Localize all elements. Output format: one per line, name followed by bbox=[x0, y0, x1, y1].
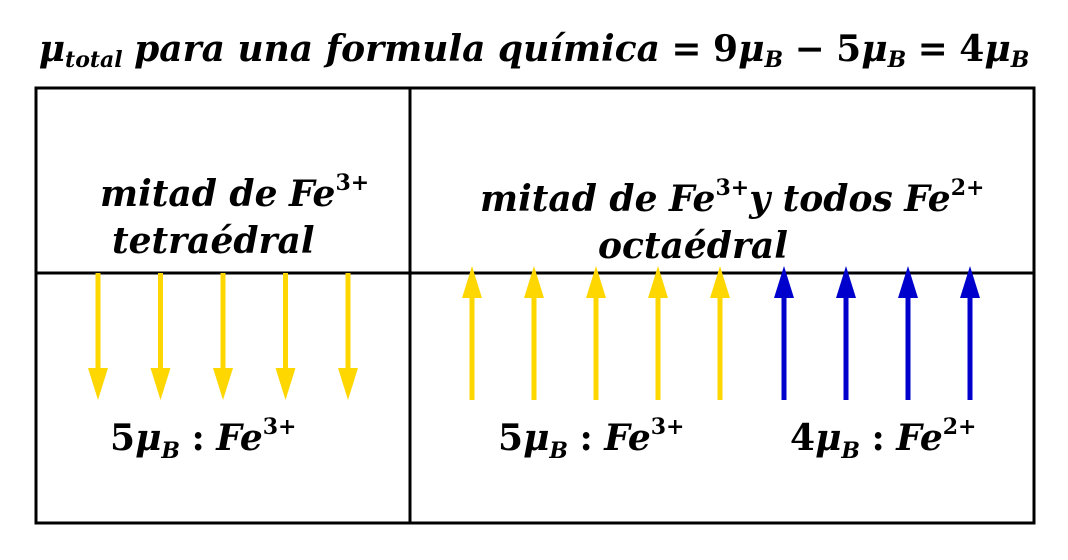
left-moment-number: 5 bbox=[110, 417, 136, 459]
left-moment-mu: μ bbox=[135, 417, 162, 459]
right-group2-sub: B bbox=[841, 438, 861, 464]
right-site-label: octaédral bbox=[598, 225, 788, 267]
outer-box bbox=[34, 86, 1036, 525]
right-group1-colon: : bbox=[579, 417, 593, 459]
left-header-ion: Fe bbox=[288, 173, 336, 215]
left-header-line2: tetraédral bbox=[112, 220, 315, 262]
right-group2-arrow bbox=[898, 266, 918, 400]
title-sub-3: B bbox=[1010, 47, 1030, 73]
right-header-ion2: Fe bbox=[904, 178, 951, 220]
left-site-label: tetraédral bbox=[112, 220, 315, 262]
left-arrow bbox=[338, 273, 358, 400]
left-arrow bbox=[275, 273, 296, 400]
right-header-charge2: 2+ bbox=[950, 175, 985, 201]
right-group2-number: 4 bbox=[790, 417, 816, 459]
right-group2-mu: μ bbox=[815, 417, 842, 459]
right-group1-arrow bbox=[586, 266, 606, 400]
left-arrow bbox=[213, 273, 233, 400]
right-group1-arrow bbox=[648, 266, 668, 400]
right-group2-arrow bbox=[836, 266, 856, 400]
title-sub-1: B bbox=[764, 47, 784, 73]
right-group1-ion: Fe bbox=[604, 417, 651, 459]
right-header-ion: Fe bbox=[668, 178, 716, 220]
left-arrow bbox=[88, 273, 108, 400]
arrow-layer bbox=[88, 266, 980, 400]
title-sub-2: B bbox=[887, 47, 907, 73]
right-group1-arrow bbox=[462, 266, 482, 400]
right-group2-colon: : bbox=[871, 417, 885, 459]
right-header-mid: y todos bbox=[749, 178, 893, 220]
right-group1-moment-label: 5μB : Fe3+ bbox=[498, 414, 684, 464]
left-arrow bbox=[150, 273, 171, 400]
title-mu: μ bbox=[38, 28, 66, 70]
diagram-title: μtotal para una formula química = 9μB − … bbox=[0, 28, 1068, 73]
title-text: para una formula química bbox=[134, 28, 660, 70]
left-moment-sub: B bbox=[161, 438, 181, 464]
right-group1-arrow bbox=[710, 266, 730, 400]
title-minus: − bbox=[794, 28, 825, 70]
right-group1-arrow bbox=[524, 266, 544, 400]
right-header-line1: mitad de Fe3+y todos Fe2+ bbox=[480, 175, 984, 220]
title-number-1: 9 bbox=[713, 28, 739, 70]
left-header-line1: mitad de Fe3+ bbox=[100, 170, 369, 215]
title-equals-2: = bbox=[917, 28, 948, 70]
right-group1-sub: B bbox=[549, 438, 569, 464]
left-moment-charge: 3+ bbox=[262, 414, 297, 440]
title-mu-2: μ bbox=[861, 28, 888, 70]
left-header-charge: 3+ bbox=[335, 170, 370, 196]
right-group2-ion: Fe bbox=[896, 417, 943, 459]
title-equals-1: = bbox=[671, 28, 702, 70]
right-group2-arrow bbox=[960, 266, 980, 400]
right-group2-arrow bbox=[774, 266, 794, 400]
right-group1-mu: μ bbox=[523, 417, 550, 459]
right-group1-charge: 3+ bbox=[650, 414, 685, 440]
left-header-text: mitad de bbox=[100, 173, 278, 215]
right-group2-charge: 2+ bbox=[942, 414, 977, 440]
title-number-2: 5 bbox=[836, 28, 862, 70]
title-mu-1: μ bbox=[738, 28, 765, 70]
right-header-charge: 3+ bbox=[715, 175, 750, 201]
right-group1-number: 5 bbox=[498, 417, 524, 459]
title-mu-subscript: total bbox=[65, 47, 123, 73]
left-moment-label: 5μB : Fe3+ bbox=[110, 414, 296, 464]
right-header-line2: octaédral bbox=[598, 225, 788, 267]
title-number-3: 4 bbox=[959, 28, 985, 70]
title-mu-3: μ bbox=[984, 28, 1011, 70]
left-moment-ion: Fe bbox=[216, 417, 263, 459]
right-header-text: mitad de bbox=[480, 178, 658, 220]
left-moment-colon: : bbox=[191, 417, 205, 459]
right-group2-moment-label: 4μB : Fe2+ bbox=[790, 414, 976, 464]
